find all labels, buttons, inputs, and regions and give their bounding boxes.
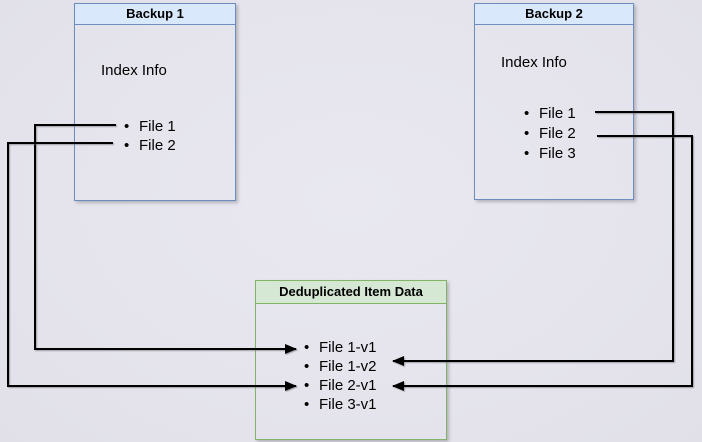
dedup-file-list: File 1-v1 File 1-v2 File 2-v1 File 3-v1 (256, 338, 446, 414)
backup2-box: Backup 2 Index Info File 1 File 2 File 3 (474, 3, 634, 200)
list-item: File 1-v2 (256, 357, 446, 376)
backup1-index-info-label: Index Info (101, 62, 167, 79)
backup1-title: Backup 1 (75, 4, 235, 25)
backup1-file-list: File 1 File 2 (75, 117, 235, 155)
list-item: File 3 (475, 144, 633, 164)
list-item: File 3-v1 (256, 395, 446, 414)
list-item: File 1 (475, 104, 633, 124)
deduplicated-item-data-box: Deduplicated Item Data File 1-v1 File 1-… (255, 280, 447, 440)
backup2-title: Backup 2 (475, 4, 633, 25)
list-item: File 2 (75, 136, 235, 155)
list-item: File 1 (75, 117, 235, 136)
dedup-title: Deduplicated Item Data (256, 281, 446, 304)
list-item: File 1-v1 (256, 338, 446, 357)
backup2-file-list: File 1 File 2 File 3 (475, 104, 633, 164)
backup2-index-info-label: Index Info (501, 54, 567, 71)
backup1-box: Backup 1 Index Info File 1 File 2 (74, 3, 236, 201)
list-item: File 2-v1 (256, 376, 446, 395)
list-item: File 2 (475, 124, 633, 144)
